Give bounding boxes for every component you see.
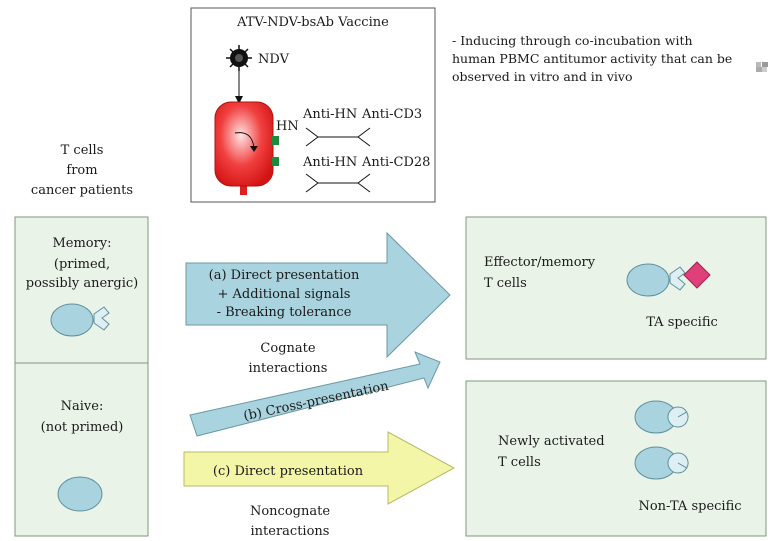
memory-label: Memory: [52, 236, 111, 251]
source-line-1: T cells [61, 143, 104, 158]
bispecific-antibody-1: Anti-HN Anti-CD3 [302, 107, 422, 147]
activated-tcell-icon-2 [634, 446, 689, 480]
memory-panel [14, 216, 149, 364]
effector-line-2: T cells [484, 276, 527, 291]
memory-sub-2: possibly anergic) [26, 276, 138, 291]
memory-sub-1: (primed, [54, 257, 110, 272]
tumor-cell [214, 101, 279, 195]
hn-receptor-2 [272, 157, 279, 166]
arrow-a-line-2: + Additional signals [218, 287, 351, 302]
effector-panel: Effector/memory T cells TA specific [465, 216, 767, 360]
non-ta-specific-label: Non-TA specific [638, 499, 741, 514]
naive-label: Naive: [61, 399, 104, 414]
tumor-antigen-icon [683, 261, 711, 289]
arrow-c-direct-presentation: (c) Direct presentation [183, 431, 456, 505]
ndv-virus-icon [226, 45, 252, 71]
cognate-caption-1: Cognate [260, 341, 315, 356]
ndv-label: NDV [258, 52, 290, 67]
noncognate-caption-2: interactions [251, 524, 330, 539]
arrow-a-direct-presentation: (a) Direct presentation + Additional sig… [185, 231, 451, 359]
arrow-c-label: (c) Direct presentation [213, 464, 364, 479]
arrow-a-line-1: (a) Direct presentation [209, 268, 360, 283]
bispecific-antibody-2: Anti-HN Anti-CD28 [302, 155, 430, 193]
cognate-caption-2: interactions [249, 361, 328, 376]
infection-arrowhead [235, 96, 243, 104]
vaccine-title: ATV-NDV-bsAb Vaccine [236, 15, 389, 30]
arrow-a-line-3: - Breaking tolerance [217, 305, 352, 320]
hn-receptor-1 [272, 136, 279, 145]
memory-tcell-icon [50, 303, 110, 337]
activated-line-2: T cells [498, 455, 541, 470]
curved-arrow-icon [234, 132, 255, 149]
antibody-2-left-label: Anti-HN [302, 155, 357, 170]
naive-sub: (not primed) [41, 420, 124, 435]
note-line-2: human PBMC antitumor activity that can b… [452, 51, 732, 66]
note-text: - Inducing through co-incubation with hu… [452, 33, 732, 84]
naive-tcell-icon [57, 476, 103, 512]
noncognate-caption-1: Noncognate [250, 504, 330, 519]
vaccine-box: ATV-NDV-bsAb Vaccine NDV HN [190, 7, 436, 203]
patient-tcell-panel: Memory: (primed, possibly anergic) Naive… [14, 216, 149, 537]
hn-label: HN [276, 119, 299, 134]
antibody-1-left-label: Anti-HN [302, 107, 357, 122]
activated-line-1: Newly activated [498, 434, 605, 449]
source-label: T cells from cancer patients [31, 143, 133, 198]
effector-tcell-icon [626, 263, 686, 297]
note-line-1: - Inducing through co-incubation with [452, 33, 693, 48]
activated-tcell-icon-1 [634, 400, 689, 434]
effector-line-1: Effector/memory [484, 255, 596, 270]
antibody-2-right-label: Anti-CD28 [361, 155, 430, 170]
antibody-1-right-label: Anti-CD3 [361, 107, 422, 122]
watermark-mark [756, 62, 768, 72]
activated-panel: Newly activated T cells Non-TA specific [465, 380, 767, 537]
source-line-3: cancer patients [31, 183, 133, 198]
note-line-3: observed in vitro and in vivo [452, 69, 632, 84]
ta-specific-label: TA specific [646, 315, 718, 330]
source-line-2: from [66, 163, 97, 178]
